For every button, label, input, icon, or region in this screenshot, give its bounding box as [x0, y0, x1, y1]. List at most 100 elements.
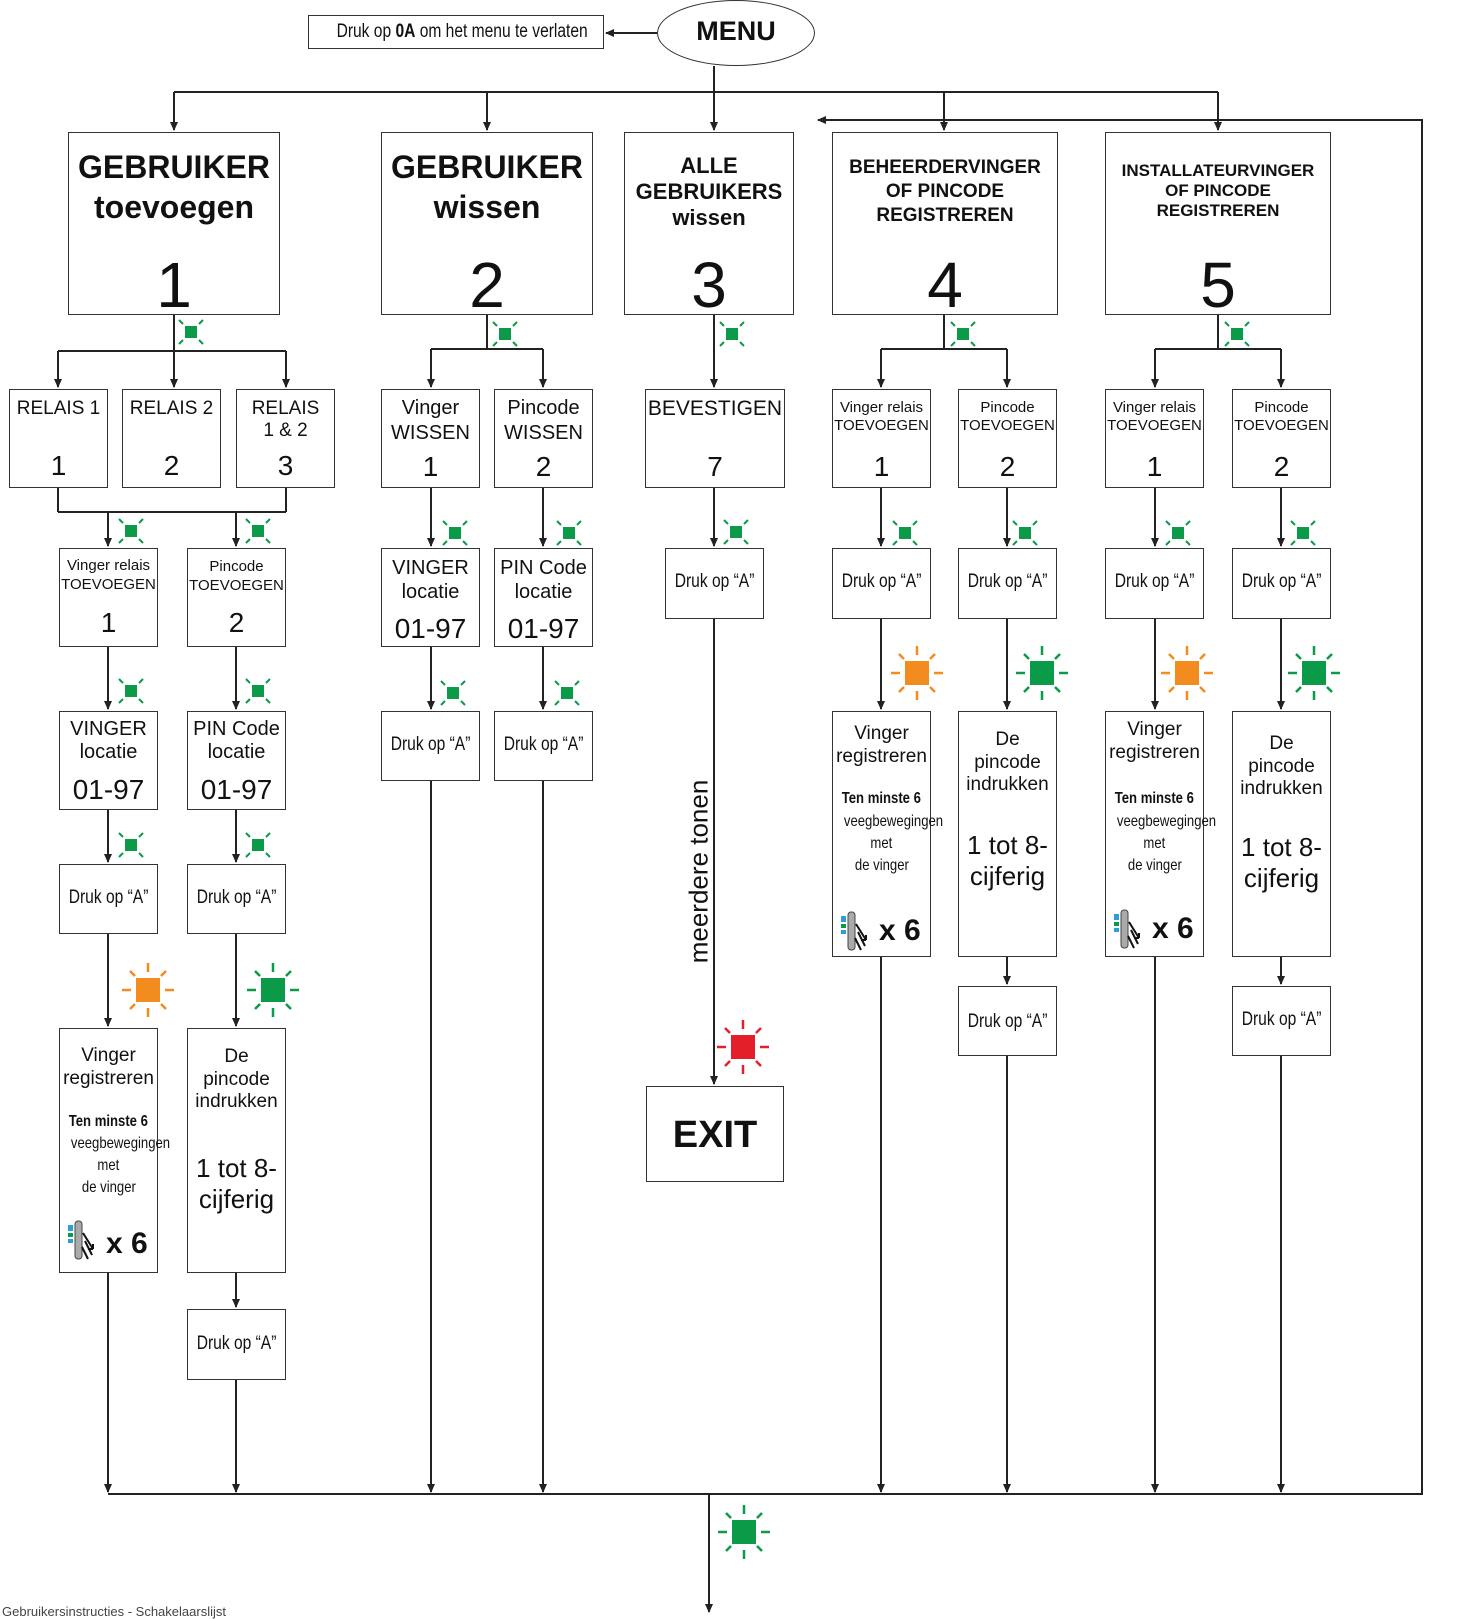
main-box-4-line2: OF PINCODE: [885, 181, 1005, 202]
col5-finger-add-number: 1: [1146, 451, 1163, 482]
col2-finger-press-a-label: Druk op “A”: [390, 734, 471, 755]
green-led-icon: [118, 518, 144, 544]
col2-finger-location-box: VINGER locatie 01-97: [381, 548, 480, 647]
main-box-5-line3: REGISTREREN: [1156, 201, 1280, 220]
col3-confirm-number: 7: [707, 451, 723, 482]
col1-finger-register-met: met: [97, 1157, 120, 1174]
main-box-2-number: 2: [469, 249, 505, 321]
col5-finger-register-min: Ten minste 6: [1114, 790, 1195, 807]
col2-pin-delete-line2: WISSEN: [504, 422, 583, 444]
col2-pin-delete-line1: Pincode: [507, 397, 580, 419]
col5-pin-press-a: Druk op “A”: [1232, 548, 1331, 619]
col1-finger-press-a-label: Druk op “A”: [68, 887, 149, 908]
orange-blinking-led-icon: [122, 963, 174, 1017]
main-box-2-line1: GEBRUIKER: [390, 149, 583, 185]
col1-finger-press-a: Druk op “A”: [59, 864, 158, 934]
col4-pin-enter-line3: indrukken: [966, 774, 1049, 795]
relais-both-label2: 1 & 2: [263, 420, 308, 441]
menu-title: MENU: [696, 16, 776, 46]
col5-pin-enter-line2: pincode: [1248, 756, 1315, 777]
main-box-add-user: GEBRUIKER toevoegen 1: [68, 132, 280, 321]
col4-pin-enter-digits2: cijferig: [969, 861, 1046, 891]
col4-pin-enter-line1: De: [995, 729, 1020, 750]
col2-pin-delete-number: 2: [535, 451, 552, 482]
col1-pin-enter-line3: indrukken: [195, 1091, 278, 1112]
relais-both-box: RELAIS 1 & 2 3: [236, 389, 335, 488]
col2-finger-delete-number: 1: [422, 451, 439, 482]
col5-finger-add-line1: Vinger relais: [1112, 399, 1197, 416]
col1-pin-location-line2: locatie: [207, 741, 266, 763]
main-box-3-line2: GEBRUIKERS: [635, 179, 783, 204]
col1-finger-register-min: Ten minste 6: [68, 1113, 149, 1130]
col5-finger-register-line2: registreren: [1109, 742, 1200, 763]
green-led-icon: [178, 319, 204, 345]
col1-finger-add-line2: TOEVOEGEN: [61, 576, 156, 593]
col5-pin-final-press-a-label: Druk op “A”: [1241, 1009, 1322, 1030]
col5-pin-enter-box: De pincode indrukken 1 tot 8- cijferig: [1232, 711, 1331, 957]
relais-1-box: RELAIS 1 1: [9, 389, 108, 488]
main-box-3-line1: ALLE: [680, 153, 738, 178]
col4-pin-press-a: Druk op “A”: [958, 548, 1057, 619]
flow-arrow: [709, 116, 1423, 1495]
swipe-finger-icon: [68, 1220, 94, 1260]
col5-finger-register-line1: Vinger: [1127, 719, 1182, 740]
exit-box: EXIT: [646, 1086, 784, 1182]
col4-pin-press-a-label: Druk op “A”: [967, 571, 1048, 592]
main-box-1-line2: toevoegen: [93, 189, 255, 225]
col4-pin-enter-line2: pincode: [974, 752, 1041, 773]
relais-2-label: RELAIS 2: [129, 398, 214, 419]
col3-press-a-label: Druk op “A”: [674, 571, 755, 592]
col5-pin-enter-line3: indrukken: [1240, 778, 1323, 799]
main-box-2-line2: wissen: [433, 189, 541, 225]
col5-finger-register-swipes: veegbewegingen: [1116, 813, 1217, 830]
col4-finger-add-line2: TOEVOEGEN: [834, 417, 929, 434]
col5-pin-enter-line1: De: [1269, 733, 1294, 754]
col5-pin-enter-digits2: cijferig: [1243, 863, 1320, 893]
col2-pin-location-range: 01-97: [507, 613, 580, 644]
col5-finger-register-met: met: [1143, 835, 1166, 852]
col1-pin-enter-digits2: cijferig: [198, 1184, 275, 1214]
main-box-1-number: 1: [156, 249, 192, 321]
col4-pin-final-press-a-label: Druk op “A”: [967, 1011, 1048, 1032]
col2-finger-press-a: Druk op “A”: [381, 711, 480, 781]
relais-both-label1: RELAIS: [251, 398, 320, 419]
main-box-4-line3: REGISTREREN: [876, 205, 1014, 226]
main-box-delete-user: GEBRUIKER wissen 2: [381, 132, 593, 321]
col1-pin-location-line1: PIN Code: [193, 718, 280, 740]
col4-pin-final-press-a: Druk op “A”: [958, 986, 1057, 1056]
col5-finger-add-line2: TOEVOEGEN: [1107, 417, 1202, 434]
red-blinking-led-icon: [717, 1020, 769, 1074]
main-box-5-line1: INSTALLATEURVINGER: [1121, 161, 1315, 180]
exit-hint-suffix: om het menu te verlaten: [415, 21, 588, 42]
col5-finger-register-box: Vinger registreren Ten minste 6 veegbewe…: [1105, 711, 1216, 957]
col5-pin-add-line2: TOEVOEGEN: [1234, 417, 1329, 434]
col1-pin-press-a: Druk op “A”: [187, 864, 286, 934]
col1-finger-add-line1: Vinger relais: [66, 557, 151, 574]
col1-pin-add-number: 2: [228, 607, 245, 638]
green-blinking-led-icon: [1016, 646, 1068, 700]
green-led-icon: [1165, 520, 1191, 546]
col2-finger-delete-line1: Vinger: [401, 397, 460, 419]
col4-finger-register-met: met: [870, 835, 893, 852]
col5-pin-add-line1: Pincode: [1254, 399, 1309, 416]
col2-finger-location-line1: VINGER: [392, 557, 469, 579]
green-led-icon: [492, 321, 518, 347]
green-led-icon: [950, 321, 976, 347]
col1-finger-location-line2: locatie: [79, 741, 138, 763]
exit-hint-box: Druk op 0A om het menu te verlaten: [308, 15, 604, 49]
col2-pin-press-a-label: Druk op “A”: [503, 734, 584, 755]
col4-pin-enter-digits1: 1 tot 8-: [967, 830, 1048, 860]
relais-both-number: 3: [277, 450, 294, 481]
col1-pin-add-line2: TOEVOEGEN: [189, 577, 284, 594]
relais-1-number: 1: [50, 450, 67, 481]
col1-pin-enter-box: De pincode indrukken 1 tot 8- cijferig: [187, 1028, 286, 1273]
green-led-icon: [1012, 520, 1038, 546]
col2-finger-location-line2: locatie: [401, 581, 460, 603]
menu-start-oval: MENU: [657, 0, 815, 66]
orange-blinking-led-icon: [891, 646, 943, 700]
main-box-installer: INSTALLATEURVINGER OF PINCODE REGISTRERE…: [1105, 132, 1331, 321]
col5-finger-register-finger: de vinger: [1127, 857, 1182, 874]
col4-finger-register-min: Ten minste 6: [841, 790, 922, 807]
col1-pin-location-range: 01-97: [200, 774, 273, 805]
